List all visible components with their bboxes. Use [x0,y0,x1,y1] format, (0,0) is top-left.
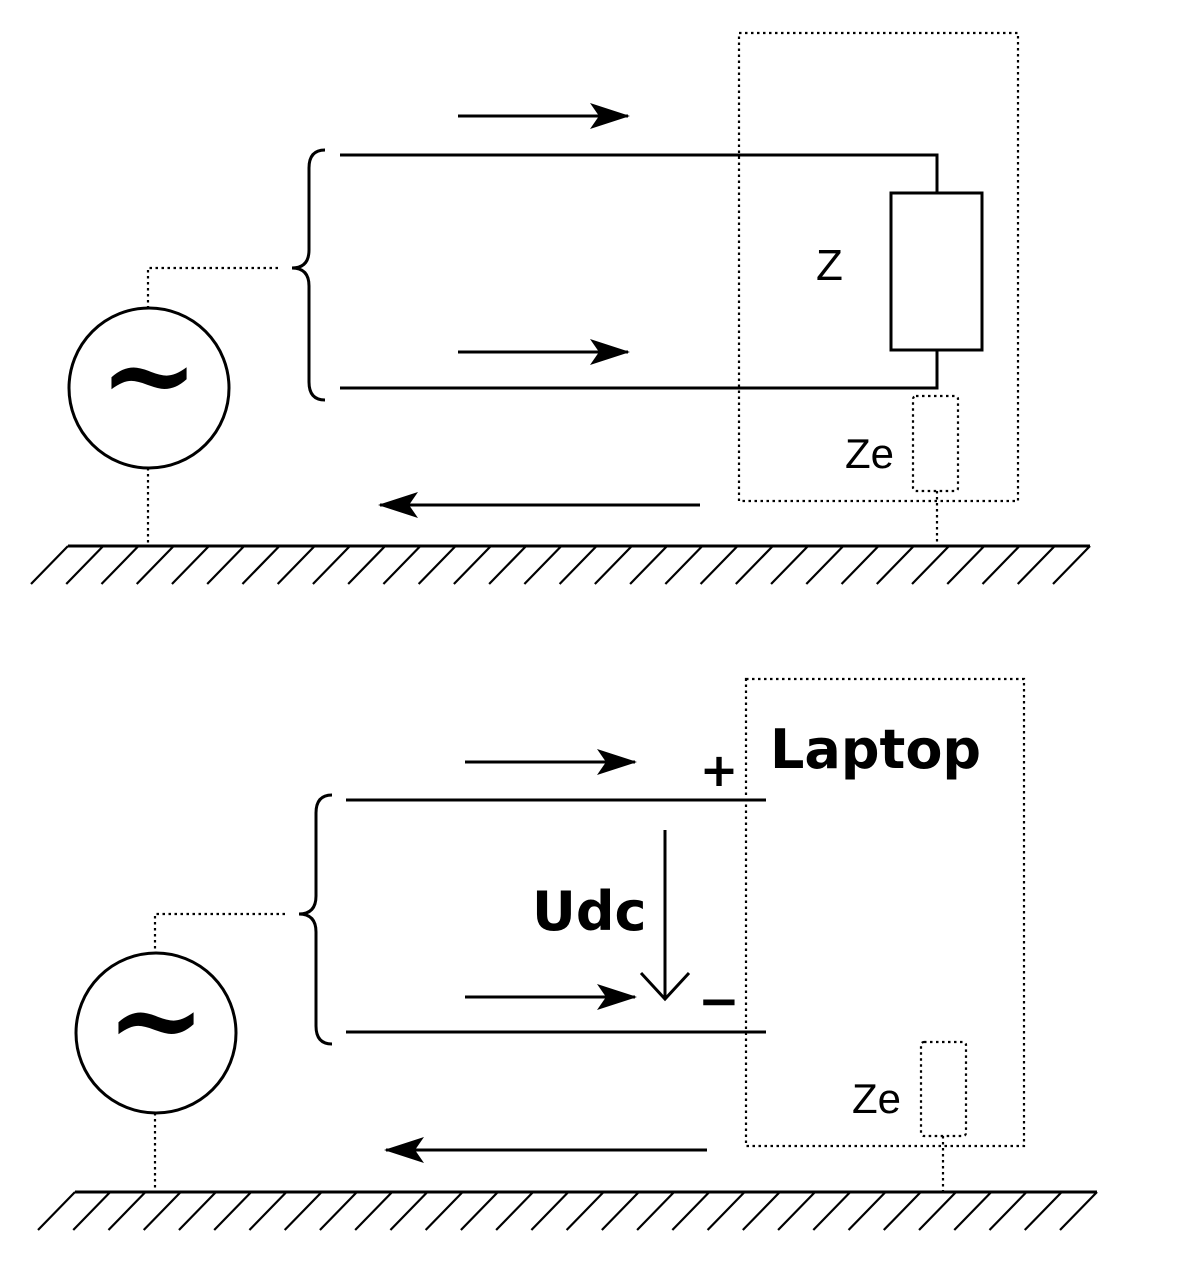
ground-hatch-line [312,545,351,585]
ground-hatch-line [629,545,668,585]
ac-source-symbol: ~ [99,304,200,445]
ground-hatch-line [389,1191,429,1231]
ground-icon [37,1190,1098,1231]
top-circuit: Z Ze ~ [30,31,1091,585]
ground-hatch-line [805,545,845,585]
ground-hatch-line [283,1191,323,1231]
ground-hatch-line [558,545,598,585]
ground-hatch-line [347,545,386,585]
ground-hatch-line [382,545,422,585]
ground-hatch-line [319,1191,358,1231]
ac-source-symbol: ~ [106,949,207,1090]
ground-hatch-line [706,1191,746,1231]
ground-hatch-line [840,545,880,585]
ground-hatch-line [417,545,457,585]
ground-hatch-line [37,1191,76,1231]
ground-hatch-line [847,1191,887,1231]
earth-impedance-label: Ze [852,1075,901,1122]
ground-hatch-line [876,545,915,585]
ground-hatch-line [565,1191,605,1231]
ground-hatch-line [135,545,175,585]
ground-hatch-line [460,1191,499,1231]
ground-hatch-line [72,1191,112,1231]
ground-hatch-line [107,1191,147,1231]
ground-hatch-line [883,1191,922,1231]
ground-hatch-line [178,1191,217,1231]
ground-hatch-line [911,545,950,585]
ground-hatch-line [30,545,69,585]
ground-hatch-line [276,545,316,585]
ground-hatch-line [495,1191,534,1231]
plus-sign: + [700,743,739,797]
source-link [153,912,285,952]
lower-conductor [340,350,939,390]
ground-hatch-line [213,1191,252,1231]
ground-hatch-line [981,545,1021,585]
ground-hatch-line [636,1191,675,1231]
ground-icon [30,544,1091,585]
ground-hatch-line [601,1191,640,1231]
ground-hatch-line [812,1191,852,1231]
laptop-boundary [744,677,1026,1148]
ground-hatch-line [1059,1191,1098,1231]
ground-hatch-line [777,1191,816,1231]
ground-hatch-line [241,545,281,585]
ground-hatch-line [1016,545,1056,585]
ground-hatch-line [594,545,633,585]
ground-hatch-line [248,1191,288,1231]
ground-hatch-line [65,545,105,585]
device-boundary [737,31,1020,503]
voltage-label: Udc [532,880,647,943]
ground-hatch-line [453,545,492,585]
ground-hatch-line [488,545,527,585]
ground-hatch-line [918,1191,957,1231]
ground-hatch-line [953,1191,993,1231]
earth-impedance-icon [919,1040,968,1138]
arrow-down-icon [639,830,691,1002]
ground-hatch-line [664,545,704,585]
earth-impedance-icon [911,394,960,493]
ground-hatch-line [699,545,739,585]
source-link [146,266,278,308]
upper-conductor [340,153,939,193]
ground-hatch-line [530,1191,570,1231]
resistor-icon [889,191,984,352]
ground-hatch-line [742,1191,781,1231]
cable-brace [298,793,333,1046]
bottom-circuit: Laptop + − Udc Ze ~ [37,677,1098,1231]
ground-hatch-line [988,1191,1028,1231]
ground-hatch-line [770,545,809,585]
ground-hatch-line [671,1191,711,1231]
minus-sign: − [698,972,740,1030]
load-label: Z [816,241,843,290]
ground-hatch-line [946,545,986,585]
ground-hatch-line [523,545,563,585]
ground-hatch-line [1023,1191,1063,1231]
ground-hatch-line [424,1191,464,1231]
ground-hatch-line [142,1191,182,1231]
ground-hatch-line [354,1191,393,1231]
ground-hatch-line [1052,545,1091,585]
ground-hatch-line [735,545,774,585]
ground-hatch-line [100,545,140,585]
ground-hatch-line [171,545,210,585]
laptop-label: Laptop [770,718,981,781]
ground-hatch-line [206,545,245,585]
earth-impedance-label: Ze [845,430,894,477]
cable-brace [291,148,326,402]
